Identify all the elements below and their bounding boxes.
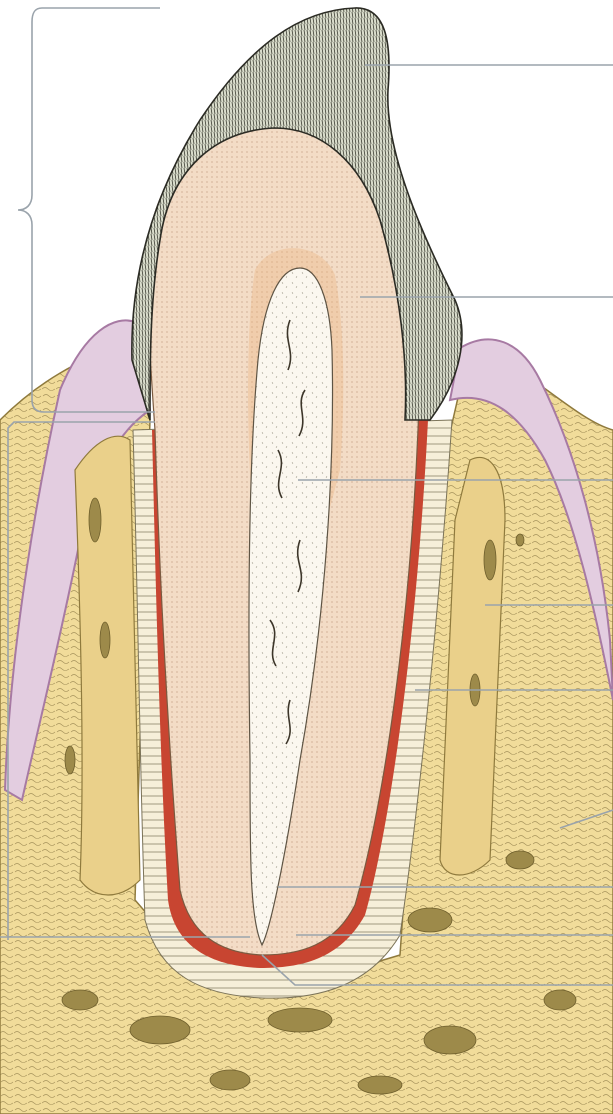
cortical-plate-left (75, 436, 140, 895)
